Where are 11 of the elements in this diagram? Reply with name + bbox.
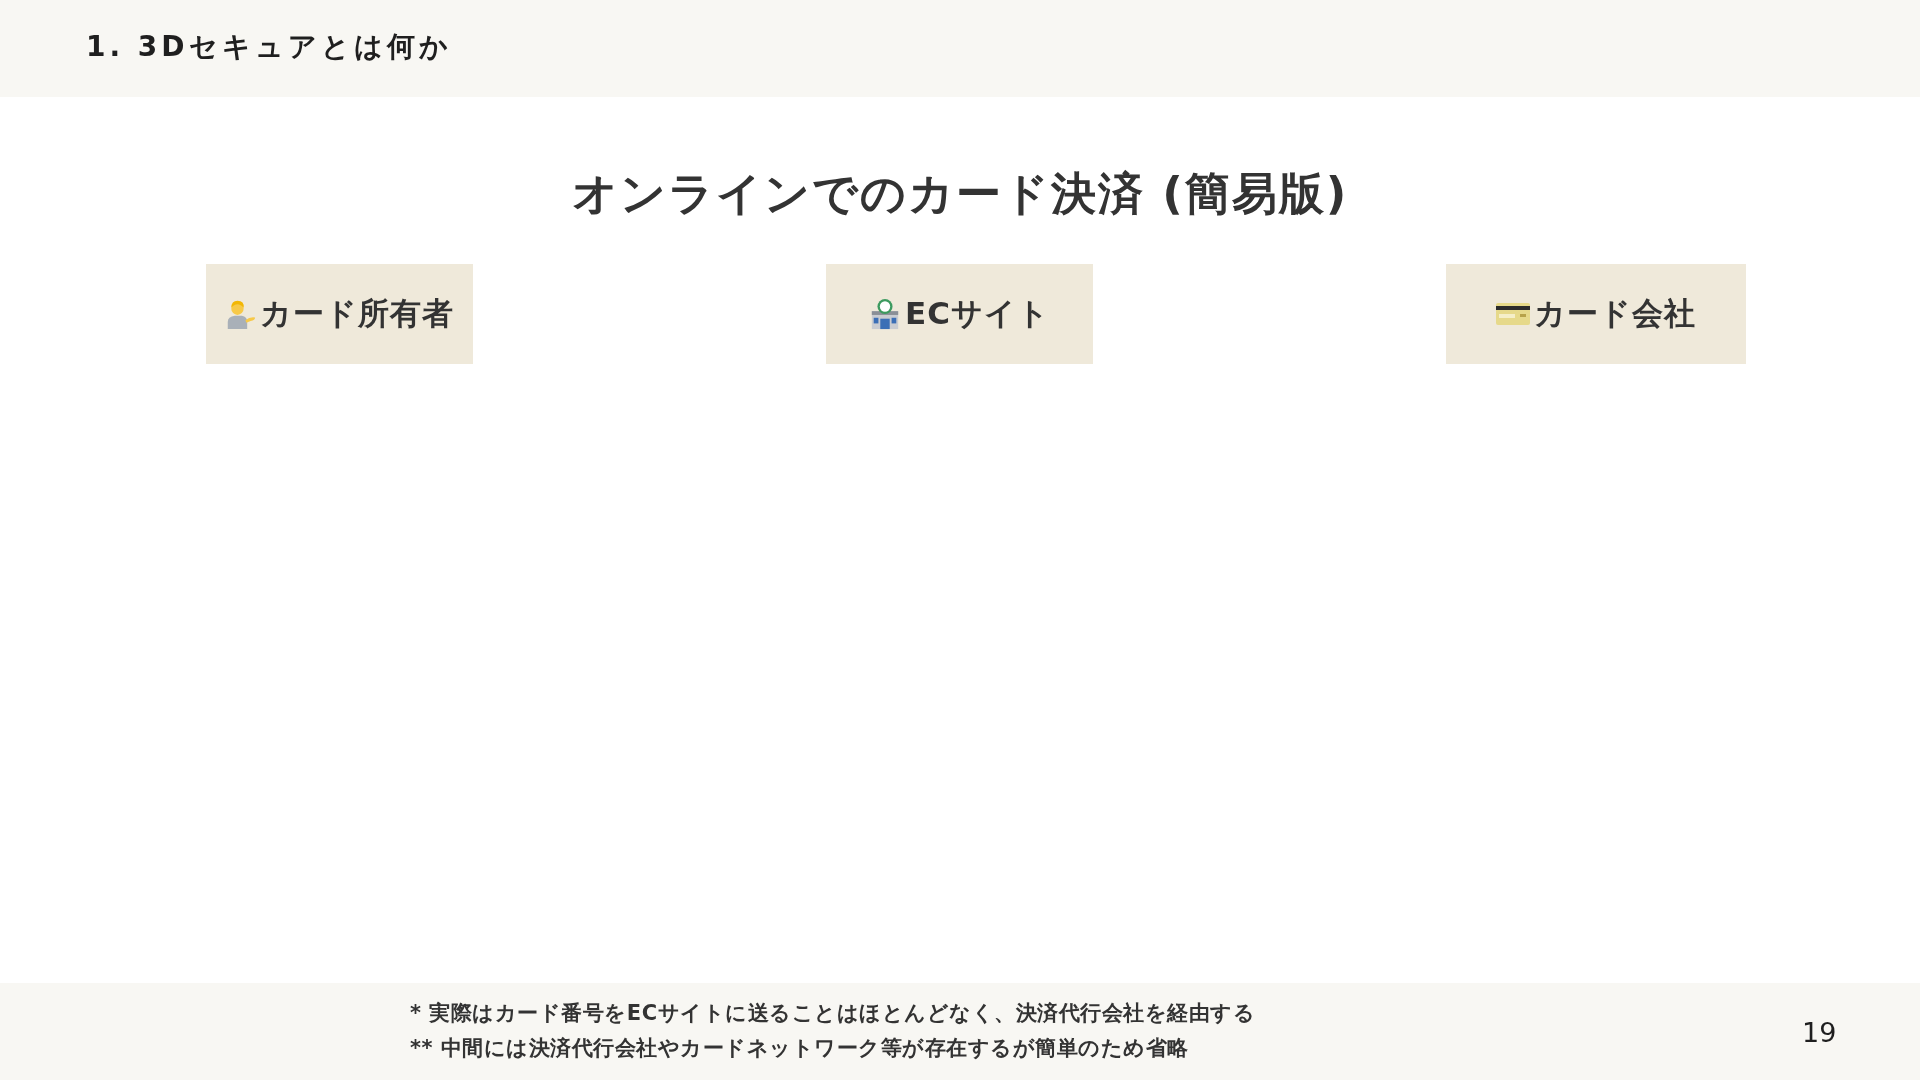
actor-box <box>826 264 1093 364</box>
actor-label: ECサイト <box>905 294 1050 333</box>
footnote: * 実際はカード番号をECサイトに送ることはほとんどなく、決済代行会社を経由する <box>410 1001 1256 1027</box>
actor-box <box>206 264 473 364</box>
section-heading: 1. 3Dセキュアとは何か <box>86 30 452 64</box>
actor-box <box>1446 264 1746 364</box>
footnote: ** 中間には決済代行会社やカードネットワーク等が存在するが簡単のため省略 <box>410 1036 1189 1062</box>
diagram-title: オンラインでのカード決済 (簡易版) <box>570 166 1350 222</box>
actor-label: カード所有者 <box>259 294 454 333</box>
page-number: 19 <box>1802 1017 1837 1050</box>
actor-label: カード会社 <box>1534 294 1696 333</box>
